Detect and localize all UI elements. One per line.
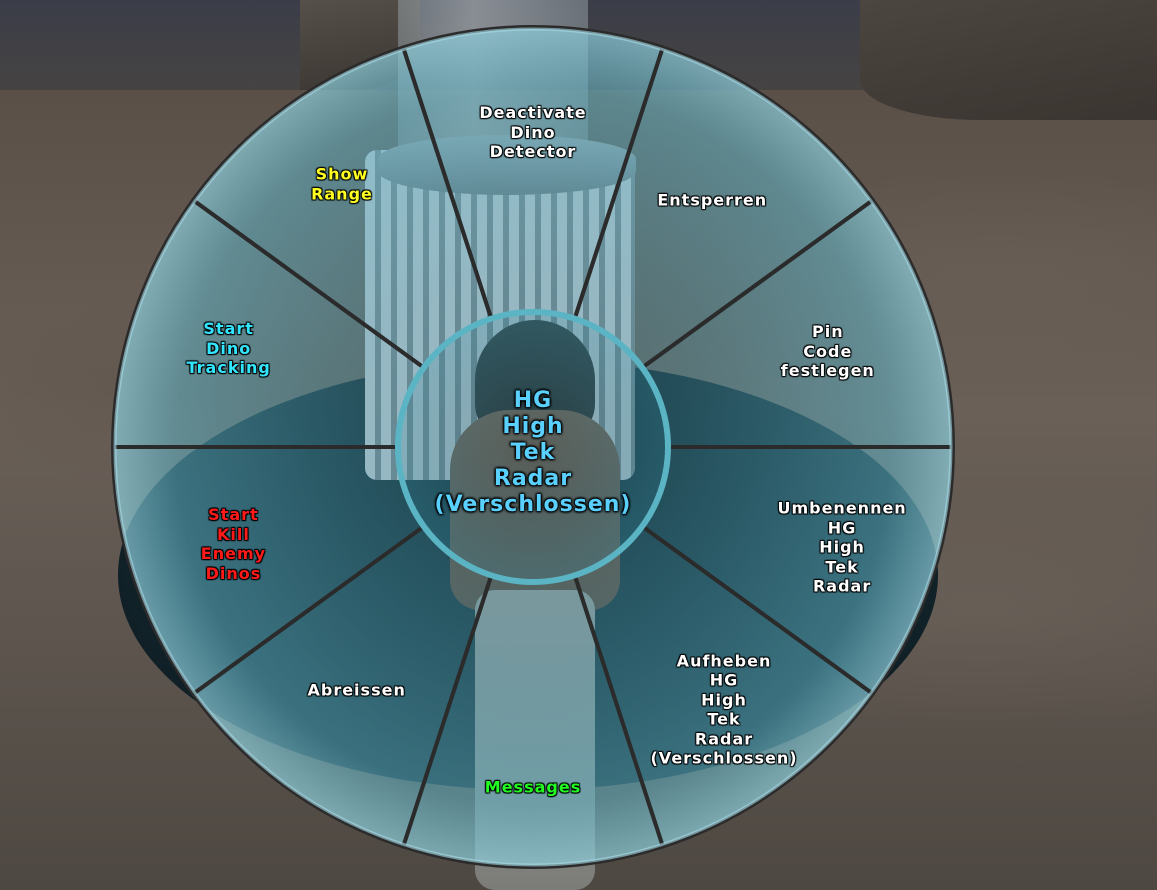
radial-option-entsperren[interactable]: Entsperren — [657, 190, 768, 210]
radial-option-deactivate-dino-detector[interactable]: Deactivate Dino Detector — [479, 102, 587, 161]
radial-menu-rim — [113, 27, 953, 867]
radial-option-start-dino-tracking[interactable]: Start Dino Tracking — [186, 318, 271, 377]
rock-background — [860, 0, 1157, 120]
radial-option-messages[interactable]: Messages — [484, 777, 582, 797]
radial-menu-segments — [110, 25, 956, 869]
radial-option-aufheben[interactable]: Aufheben HG High Tek Radar (Verschlossen… — [650, 651, 798, 768]
radial-option-show-range[interactable]: Show Range — [311, 164, 373, 204]
radial-option-abreissen[interactable]: Abreissen — [307, 679, 406, 699]
radial-menu-center-disc — [395, 309, 671, 585]
radial-option-pin-code-festlegen[interactable]: Pin Code festlegen — [780, 321, 875, 380]
radial-menu-center-label: HG High Tek Radar (Verschlossen) — [434, 388, 632, 517]
radial-option-umbenennen[interactable]: Umbenennen HG High Tek Radar — [777, 498, 907, 596]
radial-option-start-kill-enemy-dinos[interactable]: Start Kill Enemy Dinos — [200, 505, 267, 583]
